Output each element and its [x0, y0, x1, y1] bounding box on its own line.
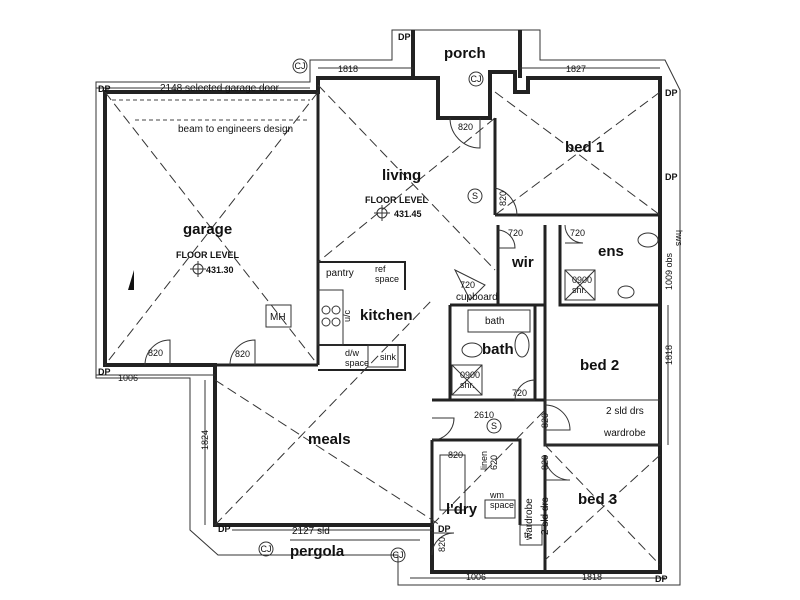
cupboard-label: cupboard [456, 292, 498, 303]
hws-label: hws [674, 230, 684, 247]
living-level-value: 431.45 [394, 209, 422, 219]
dim-ens-side: 1009 obs [664, 252, 674, 290]
trough-label: tr. [524, 530, 532, 540]
downpipe-label: DP [98, 84, 111, 94]
door-bath: 720 [512, 388, 527, 398]
svg-text:CJ: CJ [393, 550, 404, 560]
downpipe-label: DP [218, 524, 231, 534]
dim-bottom-right: 1818 [582, 572, 602, 582]
bed3-doors-note: 2 sld drs [540, 497, 551, 535]
door-bed2: 820 [540, 413, 550, 428]
living-level-label: FLOOR LEVEL [365, 195, 429, 205]
room-bed-3: bed 3 [578, 491, 617, 508]
room-garage: garage [183, 221, 232, 238]
pantry-label: pantry [326, 268, 354, 279]
control-joint-marker: CJ [258, 541, 274, 557]
bed2-wardrobe-label: wardrobe [603, 428, 646, 439]
room-porch: porch [444, 45, 486, 62]
room-pergola: pergola [290, 543, 345, 560]
dim-garage-bottom: 1006 [118, 373, 138, 383]
level-target-icon [190, 261, 206, 277]
roof-outline [95, 29, 681, 586]
downpipe-label: DP [665, 88, 678, 98]
svg-text:CJ: CJ [261, 544, 272, 554]
dim-porch-right: 1827 [566, 64, 586, 74]
garage-level-value: 431.30 [206, 265, 234, 275]
dim-bed2-right: 1818 [664, 345, 674, 365]
downpipe-label: DP [438, 524, 451, 534]
door-garage-left: 820 [148, 348, 163, 358]
smoke-detector-icon: S [486, 418, 502, 434]
door-bed3: 820 [540, 455, 550, 470]
bath-tub-label: bath [485, 316, 504, 327]
room-kitchen: kitchen [360, 307, 413, 324]
linen-label: linen620 [479, 451, 499, 470]
control-joint-marker: CJ [390, 547, 406, 563]
control-joint-marker: CJ [292, 58, 308, 74]
svg-text:CJ: CJ [471, 74, 482, 84]
room-bed-1: bed 1 [565, 139, 604, 156]
dim-bottom-left: 1006 [466, 572, 486, 582]
dimension-lines [96, 67, 669, 579]
room-living: living [382, 167, 421, 184]
room-ens: ens [598, 243, 624, 260]
level-target-icon [374, 205, 390, 221]
downpipe-label: DP [655, 574, 668, 584]
garage-level-label: FLOOR LEVEL [176, 250, 240, 260]
door-ldry: 820 [448, 450, 463, 460]
room-meals: meals [308, 431, 351, 448]
door-wir: 720 [508, 228, 523, 238]
room-bed-2: bed 2 [580, 357, 619, 374]
bed3-wardrobe-label: wardrobe [524, 498, 535, 541]
door-ens: 720 [570, 228, 585, 238]
door-cupboard: 720 [460, 280, 475, 290]
dim-porch-left: 1818 [338, 64, 358, 74]
room-wir: wir [511, 254, 534, 271]
svg-text:CJ: CJ [295, 61, 306, 71]
beam-note: beam to engineers design [178, 124, 293, 135]
room-diagonals [104, 84, 661, 566]
room-ldry: l'dry [446, 501, 478, 518]
door-garage-right: 820 [235, 349, 250, 359]
svg-text:S: S [491, 421, 497, 431]
control-joint-marker: CJ [468, 71, 484, 87]
downpipe-label: DP [398, 32, 411, 42]
dim-meals-left: 1824 [200, 430, 210, 450]
garage-door-note: 2148 selected garage door [160, 83, 280, 94]
fixtures [265, 232, 661, 546]
downpipe-label: DP [98, 367, 111, 377]
dim-hall: 2610 [474, 410, 494, 420]
smoke-detector-icon: S [467, 188, 483, 204]
door-porch: 820 [458, 122, 473, 132]
door-swings [144, 117, 584, 556]
downpipe-label: DP [665, 172, 678, 182]
sink-label: sink [380, 352, 397, 362]
pergola-sliding-door-note: 2127 sld [292, 526, 330, 537]
door-living-bed1: 820 [498, 191, 508, 206]
uc-label: u/c [342, 309, 352, 322]
mh-label: MH [270, 312, 286, 323]
garage-arrow-icon [128, 270, 134, 290]
room-bath: bath [482, 341, 514, 358]
bed2-doors-note: 2 sld drs [606, 406, 644, 417]
svg-text:S: S [472, 191, 478, 201]
door-ldry-bottom: 820 [437, 537, 447, 552]
